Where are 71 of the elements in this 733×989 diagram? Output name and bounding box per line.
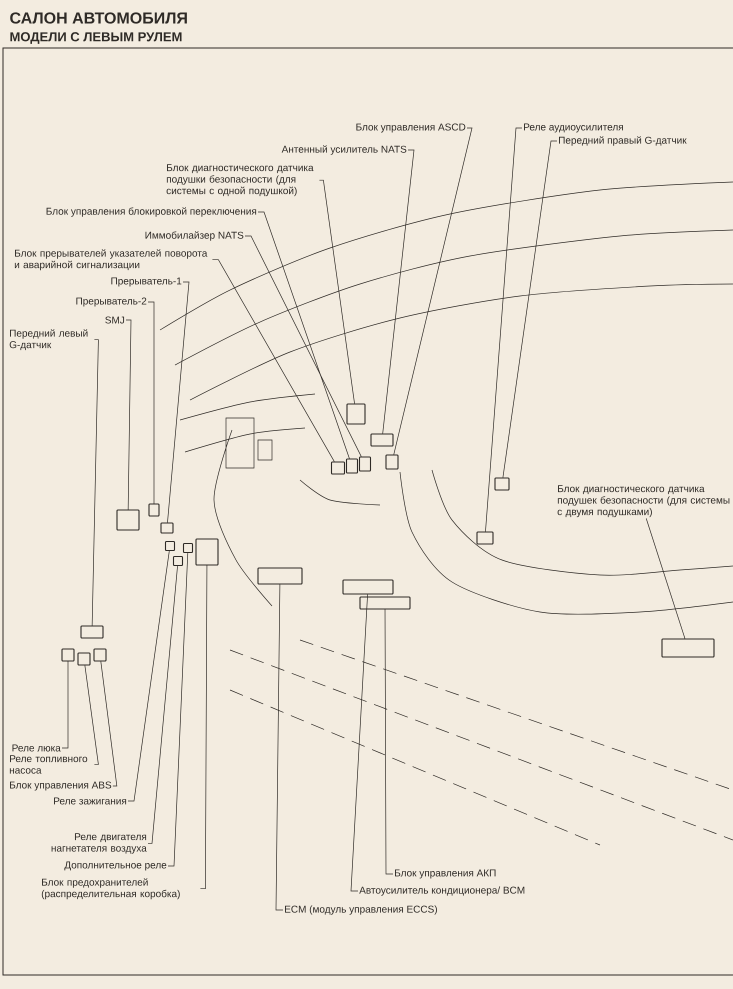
leader-line	[393, 128, 472, 455]
leader-line	[100, 661, 118, 786]
callout-label: SMJ	[105, 316, 124, 324]
callout-label: Блок предохранителей (распределительная коробка)	[42, 878, 180, 900]
component-box	[93, 648, 107, 662]
component-box	[164, 540, 176, 552]
component-box	[476, 531, 494, 545]
component-box	[257, 567, 303, 585]
component-box	[61, 648, 75, 662]
callout-label: Реле люка	[12, 744, 61, 752]
component-box	[494, 477, 510, 491]
callout-label: Реле двигателя нагнетателя воздуха	[52, 833, 147, 854]
leader-line	[276, 584, 284, 910]
component-box	[148, 503, 160, 517]
callout-label: Блок диагностического датчика подушек безопасности (для системы с двумя подушками)	[558, 485, 730, 518]
callout-label: Передний правый G-датчик	[559, 136, 687, 146]
component-box	[346, 458, 358, 474]
callout-label: Передний левый G-датчик	[10, 329, 88, 350]
leader-line	[167, 282, 190, 523]
callout-label: Блок управления АКП	[395, 870, 496, 878]
callout-label: Блок управления ASCD	[356, 123, 466, 133]
component-box	[116, 509, 140, 531]
leader-line	[84, 665, 99, 765]
callout-label: Блок прерывателей указателей поворота и аварийной сигнализации	[14, 249, 208, 270]
component-box	[342, 579, 394, 595]
component-box	[661, 638, 715, 658]
callout-label: Антенный усилитель NATS	[282, 145, 406, 155]
component-box	[358, 456, 372, 472]
component-box	[172, 556, 184, 566]
leader-line	[319, 180, 355, 404]
callout-label: Блок управления ABS	[10, 781, 112, 791]
callout-label: Блок управления блокировкой переключения	[46, 207, 256, 217]
leader-line	[148, 302, 154, 504]
callout-label: Реле аудиоусилителя	[524, 124, 623, 132]
title: САЛОН АВТОМОБИЛЯ	[10, 12, 187, 24]
leader-line	[384, 609, 394, 874]
component-box	[385, 454, 399, 470]
component-box	[160, 522, 174, 534]
callout-label: Реле топливного насоса	[10, 755, 88, 774]
callout-label: Автоусилитель кондиционера/ BCM	[359, 886, 524, 896]
leader-line	[350, 594, 368, 892]
callout-label: Прерыватель-2	[76, 297, 146, 307]
leader-line	[128, 550, 170, 802]
leader-line	[62, 661, 68, 748]
leader-line	[92, 339, 99, 626]
leader-line	[646, 518, 686, 639]
component-box	[346, 403, 366, 425]
leader-line	[485, 128, 522, 532]
callout-label: Дополнительное реле	[64, 862, 166, 870]
leader-line	[502, 140, 558, 478]
component-box	[182, 542, 194, 554]
component-box	[195, 538, 219, 566]
leader-line	[168, 552, 188, 866]
component-box	[330, 461, 346, 475]
leader-line	[200, 565, 208, 890]
leader-line	[258, 212, 350, 459]
callout-label: ECM (модуль управления ECCS)	[285, 905, 437, 915]
component-box	[77, 652, 91, 666]
callout-label: Иммобилайзер NATS	[146, 231, 244, 241]
component-box	[80, 625, 104, 639]
callout-label: Прерыватель-1	[111, 278, 182, 286]
callout-label: Реле зажигания	[54, 798, 126, 804]
leader-line	[148, 566, 178, 844]
leader-line	[126, 320, 132, 510]
leader-line	[382, 150, 414, 434]
leader-line	[212, 259, 335, 462]
callout-label: Блок диагностического датчика подушки безопасности (для системы с одной подушкой)	[166, 164, 314, 196]
component-box	[370, 433, 394, 447]
component-box	[359, 596, 411, 610]
leader-line	[244, 236, 362, 457]
subtitle: МОДЕЛИ С ЛЕВЫМ РУЛЕМ	[10, 32, 182, 44]
